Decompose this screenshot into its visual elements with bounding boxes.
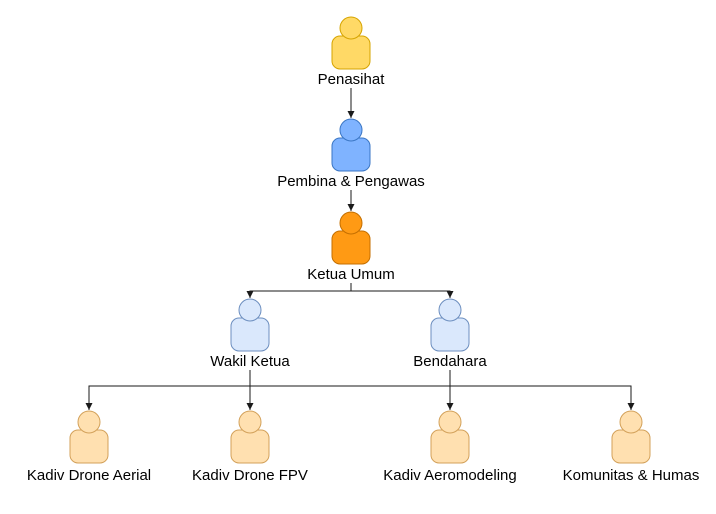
node-label-humas: Komunitas & Humas	[562, 467, 700, 484]
person-icon	[331, 16, 371, 70]
person-icon	[230, 298, 270, 352]
node-label-aeromodeling: Kadiv Aeromodeling	[383, 467, 517, 484]
person-icon	[230, 410, 270, 464]
connectors	[85, 88, 635, 410]
person-icon	[331, 211, 371, 265]
connector-ketua-to-wakil	[246, 283, 352, 298]
node-label-aerial: Kadiv Drone Aerial	[26, 467, 152, 484]
connector-bendahara-to-aerial	[85, 370, 451, 410]
node-label-bendahara: Bendahara	[413, 353, 487, 370]
node-label-ketua: Ketua Umum	[307, 266, 395, 283]
person-icon	[430, 410, 470, 464]
node-label-penasihat: Penasihat	[317, 71, 385, 88]
person-icon	[611, 410, 651, 464]
connector-bendahara-to-humas	[449, 370, 635, 410]
person-icon	[331, 118, 371, 172]
node-label-wakil: Wakil Ketua	[210, 353, 290, 370]
node-label-fpv: Kadiv Drone FPV	[192, 467, 308, 484]
person-icon	[430, 298, 470, 352]
person-icon	[69, 410, 109, 464]
connector-ketua-to-bendahara	[350, 283, 454, 298]
person-nodes	[69, 16, 651, 464]
node-label-pembina: Pembina & Pengawas	[277, 173, 425, 190]
